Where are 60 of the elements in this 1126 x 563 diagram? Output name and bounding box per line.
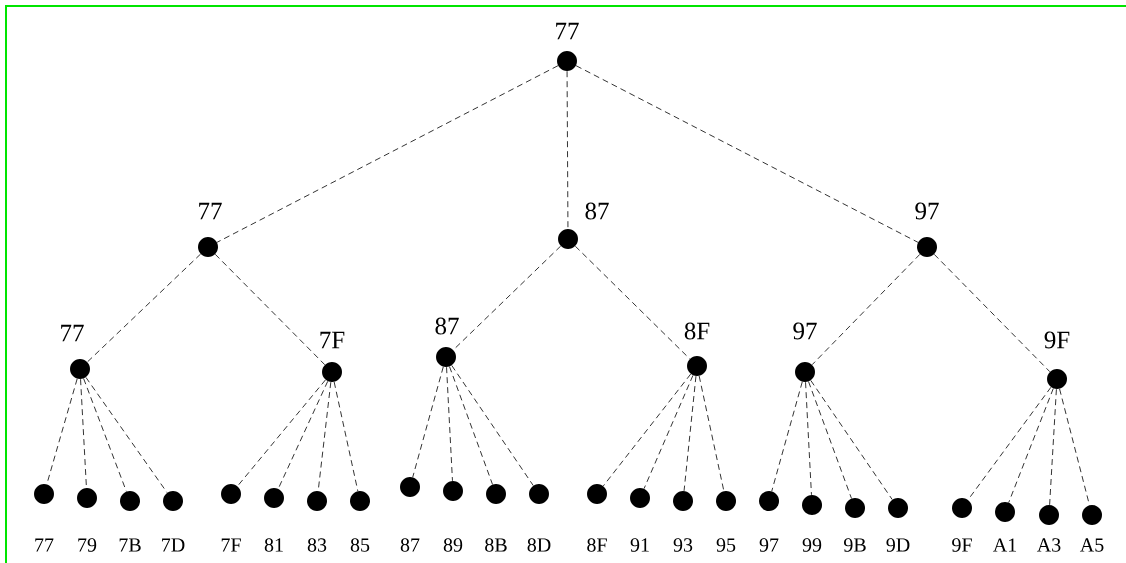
node-label: 81 — [264, 538, 283, 552]
node-label: 8D — [527, 538, 551, 552]
node-label: 85 — [350, 538, 370, 552]
node-label: 87 — [400, 538, 420, 552]
node-label: 95 — [716, 538, 736, 552]
dashed-line — [566, 70, 569, 230]
dashed-line — [643, 374, 694, 490]
node-label: 7F — [320, 331, 345, 349]
dashed-line — [805, 381, 812, 496]
node-label: 79 — [78, 538, 97, 552]
node-label: 99 — [802, 538, 822, 552]
dashed-line — [698, 375, 725, 492]
node-label: 8F — [587, 538, 607, 552]
node-label: A5 — [1080, 538, 1104, 552]
dashed-line — [214, 253, 326, 366]
node-label: 77 — [556, 22, 579, 40]
dashed-line — [933, 253, 1051, 373]
node-label: 77 — [35, 538, 54, 552]
dashed-line — [575, 65, 919, 243]
dashed-line — [574, 245, 691, 360]
node-label: 83 — [307, 538, 327, 552]
dashed-line — [683, 375, 697, 492]
node-label: 89 — [443, 538, 463, 552]
node-label: 97 — [759, 538, 779, 552]
node-label: 9D — [886, 538, 910, 552]
node-label: 8B — [485, 538, 507, 552]
dashed-line — [771, 381, 803, 492]
dashed-line — [1049, 388, 1057, 506]
node-label: 9B — [844, 538, 866, 552]
node-label: A1 — [993, 538, 1017, 552]
node-label: 91 — [630, 538, 649, 552]
node-label: 87 — [435, 317, 459, 335]
dashed-line — [85, 376, 168, 494]
dashed-line — [216, 65, 559, 243]
dashed-line — [333, 381, 359, 492]
node-label: 9F — [952, 538, 972, 552]
dashed-line — [810, 380, 893, 500]
node-label: 77 — [61, 324, 84, 342]
node-label: 97 — [793, 322, 817, 340]
node-label: 7F — [221, 538, 241, 552]
node-label: 87 — [585, 202, 609, 220]
node-label: 77 — [199, 202, 222, 220]
dashed-line — [446, 366, 453, 482]
dashed-line — [808, 381, 852, 499]
node-label: 9F — [1044, 331, 1070, 349]
dashed-line — [237, 379, 326, 487]
dashed-line — [811, 253, 921, 366]
node-label: A3 — [1037, 538, 1061, 552]
node-label: 7D — [162, 538, 185, 552]
dashed-line — [449, 366, 493, 485]
node-label: 7B — [119, 538, 141, 552]
dashed-line — [83, 378, 127, 492]
dashed-line — [602, 373, 692, 487]
node-label: 8F — [684, 322, 710, 340]
node-label: 93 — [673, 538, 693, 552]
dashed-line — [451, 365, 534, 486]
dashed-line — [1008, 388, 1054, 503]
node-label: 97 — [915, 202, 939, 220]
dashed-line — [412, 366, 444, 478]
dashed-line — [87, 253, 201, 363]
